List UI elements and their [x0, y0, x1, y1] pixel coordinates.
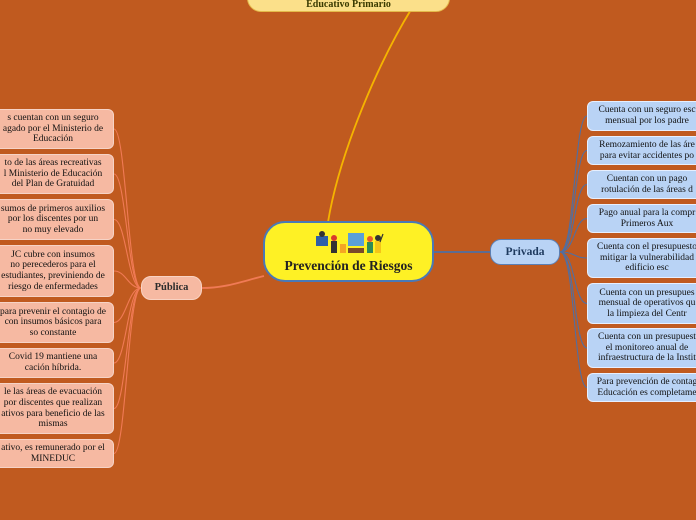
- privada-item[interactable]: Cuenta con un presupues mensual de opera…: [587, 283, 696, 324]
- publica-item[interactable]: s cuentan con un seguro agado por el Min…: [0, 109, 114, 149]
- connector-privada-leaf: [559, 217, 588, 253]
- connector-publica-leaf: [113, 287, 142, 364]
- connector-publica-leaf: [113, 218, 142, 289]
- publica-item[interactable]: le las áreas de evacuación por discentes…: [0, 383, 114, 434]
- publica-item[interactable]: Covid 19 mantiene una cación híbrida.: [0, 348, 114, 378]
- privada-item[interactable]: Pago anual para la compr Primeros Aux: [587, 204, 696, 233]
- publica-item[interactable]: JC cubre con insumos no perecederos para…: [0, 245, 114, 297]
- privada-item[interactable]: Cuenta con un seguro esc mensual por los…: [587, 101, 696, 131]
- connector-privada-leaf: [559, 251, 588, 259]
- privada-item-label: Pago anual para la compr Primeros Aux: [598, 207, 696, 229]
- publica-item[interactable]: para prevenir el contagio de con insumos…: [0, 302, 114, 343]
- connector-privada-leaf: [559, 115, 588, 253]
- publica-item-label: Covid 19 mantiene una cación híbrida.: [8, 352, 98, 373]
- connector-privada-leaf: [559, 251, 588, 389]
- publica-item[interactable]: to de las áreas recreativas l Ministerio…: [0, 154, 114, 194]
- connector-privada-leaf: [559, 149, 588, 253]
- central-node[interactable]: Prevención de Riesgos: [263, 221, 434, 282]
- school-people-illustration-icon: [315, 230, 384, 253]
- publica-item-label: para prevenir el contagio de con insumos…: [0, 306, 107, 338]
- publica-item[interactable]: ativo, es remunerado por el MINEDUC: [0, 439, 114, 468]
- privada-item[interactable]: Para prevención de contag Educación es c…: [587, 373, 696, 402]
- publica-item-label: JC cubre con insumos no perecederos para…: [1, 249, 105, 292]
- privada-item-label: Cuenta con un presupuest el monitoreo an…: [598, 332, 696, 364]
- branch-privada[interactable]: Privada: [490, 239, 560, 265]
- connector-privada-leaf: [559, 251, 588, 349]
- branch-publica[interactable]: Pública: [141, 276, 202, 300]
- publica-item[interactable]: sumos de primeros auxilios por los disce…: [0, 199, 114, 240]
- branch-privada-label: Privada: [505, 245, 545, 258]
- connector-publica-leaf: [113, 128, 142, 289]
- connector-top: [327, 7, 413, 223]
- privada-item-label: Cuentan con un pago rotulación de las ár…: [601, 173, 693, 195]
- central-title: Prevención de Riesgos: [284, 257, 413, 273]
- connector-publica-leaf: [113, 173, 142, 289]
- publica-item-label: s cuentan con un seguro agado por el Min…: [2, 113, 104, 145]
- privada-item-label: Para prevención de contag Educación es c…: [596, 376, 696, 398]
- branch-publica-label: Pública: [154, 282, 189, 294]
- publica-item-label: sumos de primeros auxilios por los disce…: [0, 203, 106, 235]
- privada-item[interactable]: Cuenta con un presupuest el monitoreo an…: [587, 328, 696, 368]
- publica-item-label: to de las áreas recreativas l Ministerio…: [3, 158, 103, 190]
- connector-publica: [201, 275, 265, 289]
- privada-item-label: Remozamiento de las áre para evitar acci…: [599, 139, 695, 161]
- privada-item-label: Cuenta con un seguro esc mensual por los…: [598, 105, 696, 126]
- connector-publica-leaf: [113, 287, 142, 455]
- connector-publica-leaf: [113, 287, 142, 410]
- privada-item[interactable]: Cuenta con el presupuesto mitigar la vul…: [587, 238, 696, 278]
- top-node[interactable]: Educativo Primario: [247, 0, 450, 12]
- connector-publica-leaf: [113, 270, 142, 289]
- top-node-label: Educativo Primario: [306, 0, 391, 11]
- connector-privada-leaf: [559, 183, 588, 253]
- privada-item-label: Cuenta con un presupues mensual de opera…: [598, 287, 696, 319]
- publica-item-label: le las áreas de evacuación por discentes…: [1, 387, 105, 430]
- privada-item[interactable]: Cuentan con un pago rotulación de las ár…: [587, 170, 696, 199]
- privada-item[interactable]: Remozamiento de las áre para evitar acci…: [587, 136, 696, 165]
- privada-item-label: Cuenta con el presupuesto mitigar la vul…: [597, 242, 696, 274]
- publica-item-label: ativo, es remunerado por el MINEDUC: [1, 442, 105, 464]
